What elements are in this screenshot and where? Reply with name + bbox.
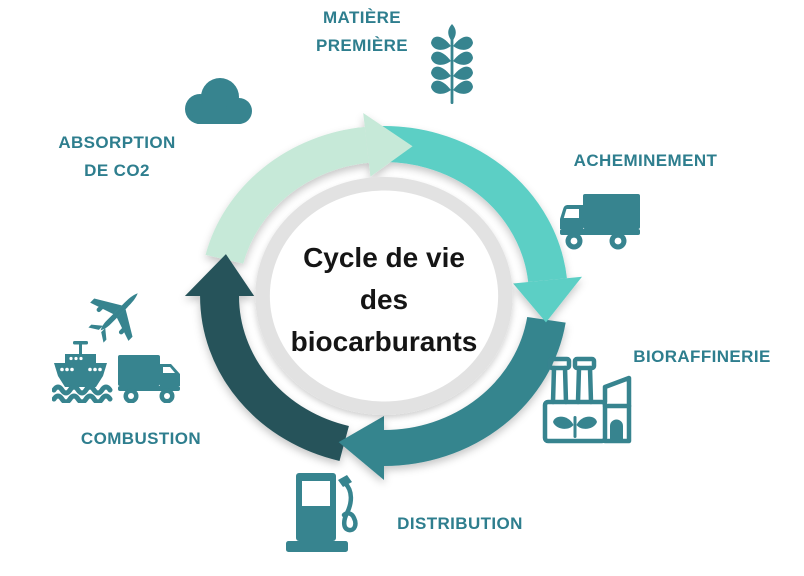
wheat-icon	[427, 24, 477, 104]
label-acheminement: ACHEMINEMENT	[573, 151, 718, 170]
cycle-arrowhead-mint	[363, 113, 413, 177]
cycle-arc-teal	[383, 316, 566, 466]
cycle-arc-segments	[184, 113, 582, 480]
cycle-arc-dark-teal	[200, 295, 350, 461]
inner-gray-ring	[255, 177, 513, 415]
label-distribution: DISTRIBUTION	[397, 514, 523, 533]
truck-right-icon	[118, 355, 180, 403]
plane-icon	[88, 293, 138, 343]
delivery-truck-icon	[557, 193, 641, 251]
fuel-pump-icon	[283, 467, 361, 559]
label-matiere-premiere: MATIÈRE PREMIÈRE	[316, 8, 408, 55]
label-absorption-co2: ABSORPTION DE CO2	[58, 133, 176, 180]
cycle-arrowhead-teal	[338, 416, 384, 480]
ship-icon	[52, 341, 113, 403]
cloud-icon	[178, 76, 256, 126]
title-line-1: Cycle de vie	[303, 242, 465, 273]
label-combustion: COMBUSTION	[80, 429, 202, 448]
label-bioraffinerie: BIORAFFINERIE	[633, 347, 771, 366]
plane-ship-truck-icons	[52, 283, 182, 403]
title-line-3: biocarburants	[290, 326, 478, 357]
center-disc	[269, 190, 499, 402]
diagram-title: Cycle de vie des biocarburants	[264, 237, 504, 363]
cycle-arc-mint	[205, 126, 370, 264]
factory-icon	[542, 356, 632, 444]
cycle-arrowhead-turquoise	[513, 276, 582, 323]
title-line-2: des	[359, 284, 409, 315]
cycle-arrowhead-dark-teal	[184, 254, 255, 296]
